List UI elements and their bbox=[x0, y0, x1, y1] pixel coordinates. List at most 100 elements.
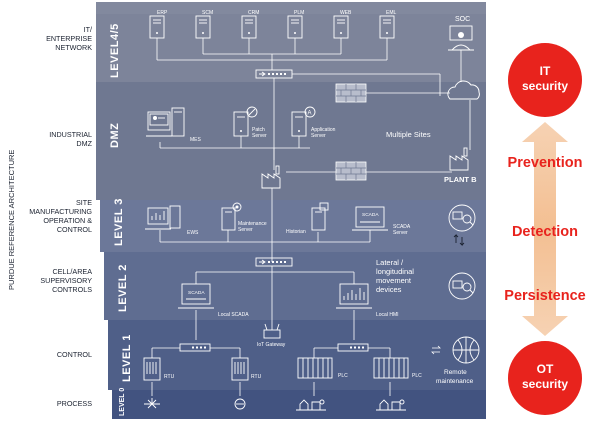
svg-text:EML: EML bbox=[386, 10, 397, 16]
local-hmi-icon: Local HMI bbox=[336, 283, 399, 318]
svg-text:SUPERVISORY: SUPERVISORY bbox=[40, 276, 92, 285]
svg-text:CONTROL: CONTROL bbox=[57, 225, 92, 234]
svg-text:Application: Application bbox=[311, 127, 336, 133]
wiring-level45 bbox=[156, 38, 388, 70]
svg-text:NETWORK: NETWORK bbox=[55, 43, 92, 52]
svg-text:Local HMI: Local HMI bbox=[376, 312, 399, 318]
soc-icon: SOC bbox=[448, 16, 474, 51]
meter-icon bbox=[234, 398, 246, 410]
svg-text:CONTROLS: CONTROLS bbox=[52, 285, 92, 294]
wiring-dmz bbox=[159, 136, 310, 160]
badge-level3: LEVEL 3 bbox=[113, 198, 125, 246]
svg-text:WEB: WEB bbox=[340, 10, 352, 16]
monitoring-icon-level3 bbox=[448, 204, 476, 232]
multiple-sites-label: Multiple Sites bbox=[386, 130, 431, 139]
persistence-label: Persistence bbox=[504, 288, 585, 304]
wiring-level3 bbox=[159, 230, 371, 243]
updown-arrow-icon bbox=[453, 233, 465, 247]
svg-text:A: A bbox=[308, 111, 312, 117]
prevention-label: Prevention bbox=[508, 155, 583, 171]
svg-text:SOC: SOC bbox=[455, 16, 470, 23]
svg-text:Historian: Historian bbox=[286, 229, 306, 235]
switch-level1-left bbox=[179, 343, 211, 352]
it-security-badge: IT security bbox=[508, 43, 582, 117]
scada-server-icon: SCADA SCADA Server bbox=[352, 206, 411, 236]
band-level45 bbox=[96, 2, 486, 82]
svg-text:IT/: IT/ bbox=[84, 25, 92, 34]
svg-text:Server: Server bbox=[311, 133, 326, 139]
svg-text:INDUSTRIAL: INDUSTRIAL bbox=[49, 130, 92, 139]
svg-text:SITE: SITE bbox=[76, 198, 92, 207]
svg-text:ENTERPRISE: ENTERPRISE bbox=[46, 34, 92, 43]
svg-text:IoT Gateway: IoT Gateway bbox=[257, 342, 286, 348]
svg-text:PLANT B: PLANT B bbox=[444, 175, 477, 184]
firewall-icon-lower bbox=[335, 161, 367, 181]
side-label-level2: CELL/AREA SUPERVISORY CONTROLS bbox=[40, 267, 92, 294]
switch-level2 bbox=[255, 257, 293, 267]
rtu-icon-2: RTU bbox=[231, 357, 262, 381]
rtu-icon-1: RTU bbox=[143, 357, 175, 381]
server-erp: ERP bbox=[149, 10, 168, 39]
svg-text:PLC: PLC bbox=[412, 373, 422, 379]
maintenance-server-icon: Maintenance Server bbox=[221, 202, 267, 233]
plant-b-icon: PLANT B bbox=[444, 147, 477, 184]
svg-text:ERP: ERP bbox=[157, 10, 168, 16]
side-label-level45: IT/ ENTERPRISE NETWORK bbox=[46, 25, 92, 52]
svg-text:Server: Server bbox=[238, 227, 253, 233]
svg-text:CRM: CRM bbox=[248, 10, 259, 16]
ot-security-badge: OT security bbox=[508, 341, 582, 415]
svg-text:Maintenance: Maintenance bbox=[238, 221, 267, 227]
svg-text:SCADA: SCADA bbox=[362, 212, 379, 218]
band-level0 bbox=[112, 390, 486, 419]
remote-maintenance-icon: Remote maintenance bbox=[431, 336, 480, 385]
plc-icon-1: PLC bbox=[297, 357, 348, 379]
svg-text:Server: Server bbox=[393, 230, 408, 236]
monitoring-icon-level2 bbox=[448, 272, 476, 300]
svg-text:RTU: RTU bbox=[164, 374, 175, 380]
svg-text:IT: IT bbox=[540, 64, 551, 78]
badge-dmz: DMZ bbox=[109, 123, 121, 148]
svg-text:Server: Server bbox=[252, 133, 267, 139]
factory-icon bbox=[261, 165, 281, 189]
svg-text:PROCESS: PROCESS bbox=[57, 399, 92, 408]
svg-text:PLM: PLM bbox=[294, 10, 304, 16]
svg-text:OT: OT bbox=[537, 362, 554, 376]
svg-text:EWS: EWS bbox=[187, 230, 199, 236]
security-arrow bbox=[522, 122, 568, 336]
band-level3 bbox=[100, 200, 486, 252]
svg-text:RTU: RTU bbox=[251, 374, 262, 380]
svg-text:OPERATION &: OPERATION & bbox=[43, 216, 92, 225]
band-level1 bbox=[108, 320, 486, 390]
side-label-level3: SITE MANUFACTURING OPERATION & CONTROL bbox=[29, 198, 92, 234]
detection-label: Detection bbox=[512, 224, 578, 240]
svg-text:Local SCADA: Local SCADA bbox=[218, 312, 249, 318]
side-label-dmz: INDUSTRIAL DMZ bbox=[49, 130, 92, 148]
badge-level1: LEVEL 1 bbox=[121, 334, 133, 382]
badge-level0: LEVEL 0 bbox=[119, 388, 126, 416]
svg-text:security: security bbox=[522, 79, 568, 93]
svg-text:maintenance: maintenance bbox=[436, 378, 474, 385]
svg-text:MES: MES bbox=[190, 137, 202, 143]
svg-text:CELL/AREA: CELL/AREA bbox=[52, 267, 92, 276]
plc-icon-2: PLC bbox=[373, 357, 422, 379]
svg-text:CONTROL: CONTROL bbox=[57, 350, 92, 359]
svg-text:Remote: Remote bbox=[444, 369, 467, 376]
side-label-level0: PROCESS bbox=[57, 399, 92, 408]
machine-icon-2 bbox=[376, 399, 406, 411]
svg-text:security: security bbox=[522, 377, 568, 391]
iot-gateway-icon: IoT Gateway bbox=[257, 323, 286, 348]
mes-icon: MES bbox=[146, 107, 202, 143]
svg-text:SCADA: SCADA bbox=[188, 290, 205, 296]
side-label-level1: CONTROL bbox=[57, 350, 92, 359]
svg-text:Patch: Patch bbox=[252, 127, 265, 133]
band-level2 bbox=[104, 252, 486, 320]
patch-server-icon: Patch Server bbox=[233, 106, 267, 139]
svg-text:DMZ: DMZ bbox=[76, 139, 92, 148]
switch-level1-right bbox=[337, 343, 369, 352]
svg-text:PLC: PLC bbox=[338, 373, 348, 379]
svg-text:MANUFACTURING: MANUFACTURING bbox=[29, 207, 92, 216]
badge-level45: LEVEL4/5 bbox=[109, 23, 121, 78]
svg-text:SCM: SCM bbox=[202, 10, 213, 16]
